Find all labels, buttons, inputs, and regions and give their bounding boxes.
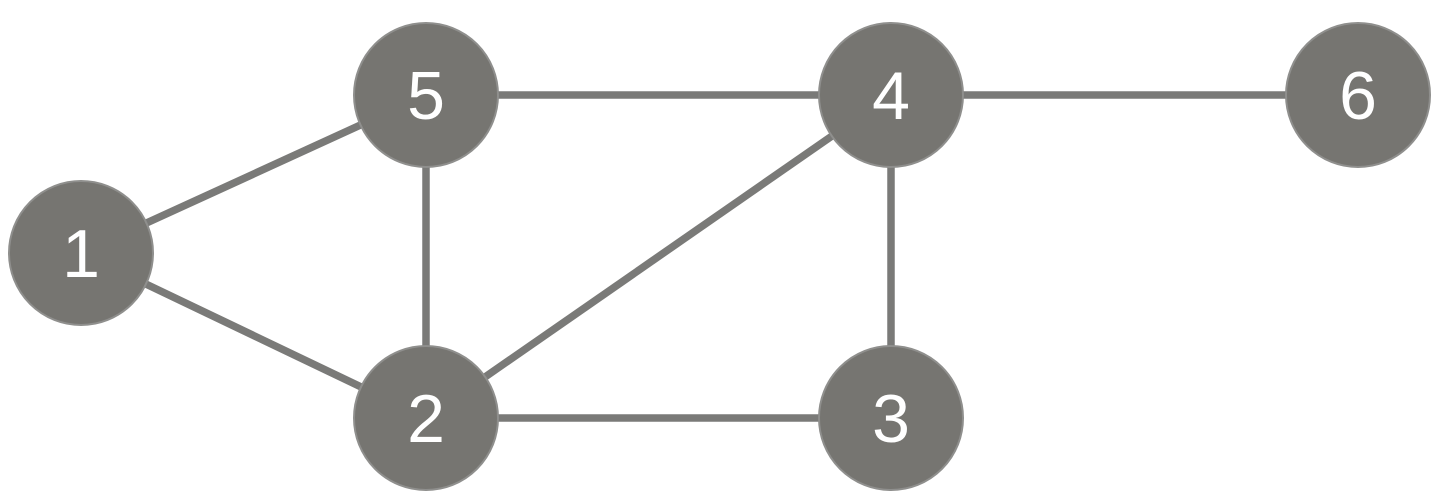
graph-node-5: 5 xyxy=(353,22,499,168)
node-label-1: 1 xyxy=(62,216,100,292)
node-label-3: 3 xyxy=(872,381,910,457)
graph-node-6: 6 xyxy=(1285,22,1431,168)
graph-node-2: 2 xyxy=(353,345,499,491)
node-circle-1 xyxy=(8,180,154,326)
edge-2-4 xyxy=(423,91,894,422)
graph-node-1: 1 xyxy=(8,180,154,326)
edges-layer xyxy=(79,91,1358,422)
node-circle-3 xyxy=(818,345,964,491)
node-circle-2 xyxy=(353,345,499,491)
node-circle-6 xyxy=(1285,22,1431,168)
node-circle-4 xyxy=(818,22,964,168)
graph-node-3: 3 xyxy=(818,345,964,491)
node-label-5: 5 xyxy=(407,58,445,134)
node-label-6: 6 xyxy=(1339,58,1377,134)
node-circle-5 xyxy=(353,22,499,168)
node-label-2: 2 xyxy=(407,381,445,457)
node-label-4: 4 xyxy=(872,58,910,134)
graph-node-4: 4 xyxy=(818,22,964,168)
nodes-layer: 1 2 3 4 5 6 xyxy=(8,22,1431,491)
